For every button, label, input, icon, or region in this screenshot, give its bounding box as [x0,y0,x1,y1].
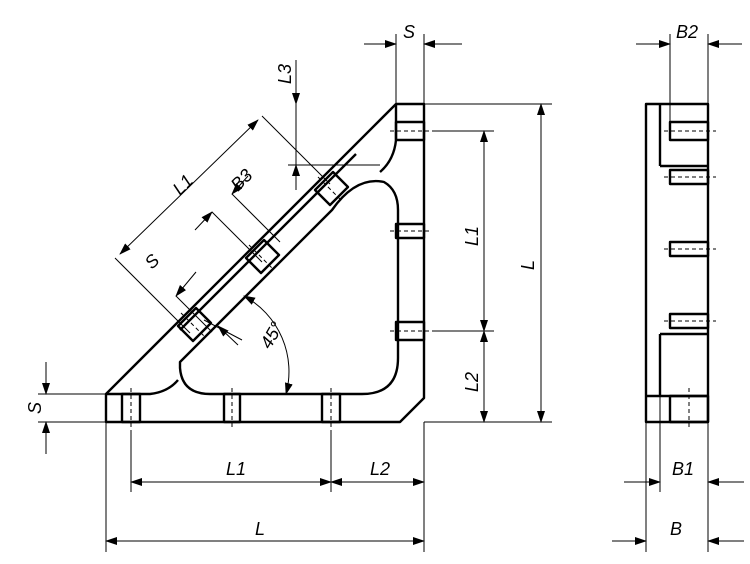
triangular-window [178,179,400,396]
angle-arc [243,295,293,395]
diagonal-rib-edge [179,153,357,331]
label-S-left: S [25,402,45,414]
vertical-slot-bottom [390,320,432,342]
label-L-right: L [518,260,538,270]
side-outline [644,102,710,424]
label-L1-diagonal: L1 [169,171,197,199]
label-angle: 45° [256,318,287,352]
base-slot-right [320,388,342,430]
diagonal-slot-lower [176,306,213,343]
label-L-bottom: L [255,519,265,539]
side-slot-2 [664,168,716,186]
vertical-rim [379,104,398,173]
diagonal-slot-upper [313,170,350,207]
side-slot-3 [664,240,716,258]
label-B3: B3 [227,165,257,195]
dim-line-L1-diagonal [119,119,259,255]
label-L2-right: L2 [462,372,482,392]
label-L2-bottom: L2 [370,459,390,479]
label-B1: B1 [672,459,694,479]
vertical-slot-middle [390,222,432,240]
label-B: B [670,519,682,539]
dim-arrow-B3-bottom [194,211,213,231]
vertical-slot-top [390,120,432,142]
base-rim [106,379,179,396]
side-view [644,102,716,430]
label-L1-right: L1 [462,226,482,246]
side-dimensions: B2 B1 B [612,22,744,552]
base-slot-middle [222,388,242,430]
side-slot-1 [664,120,716,142]
side-slot-4 [664,312,716,330]
label-L3: L3 [275,64,295,84]
side-slot-5 [668,388,710,430]
label-S-diagonal: S [141,250,164,273]
dim-arrow-S-diag-bottom [217,325,239,346]
dim-arrow-S-diag-top [175,271,197,297]
label-S-top: S [403,22,415,42]
dim-arrow-B3-top [231,175,249,195]
front-dimensions: L L1 L2 S L L1 L2 S [25,22,552,552]
base-slot-left [120,388,142,430]
label-B2: B2 [676,22,698,42]
label-L1-bottom: L1 [226,459,246,479]
